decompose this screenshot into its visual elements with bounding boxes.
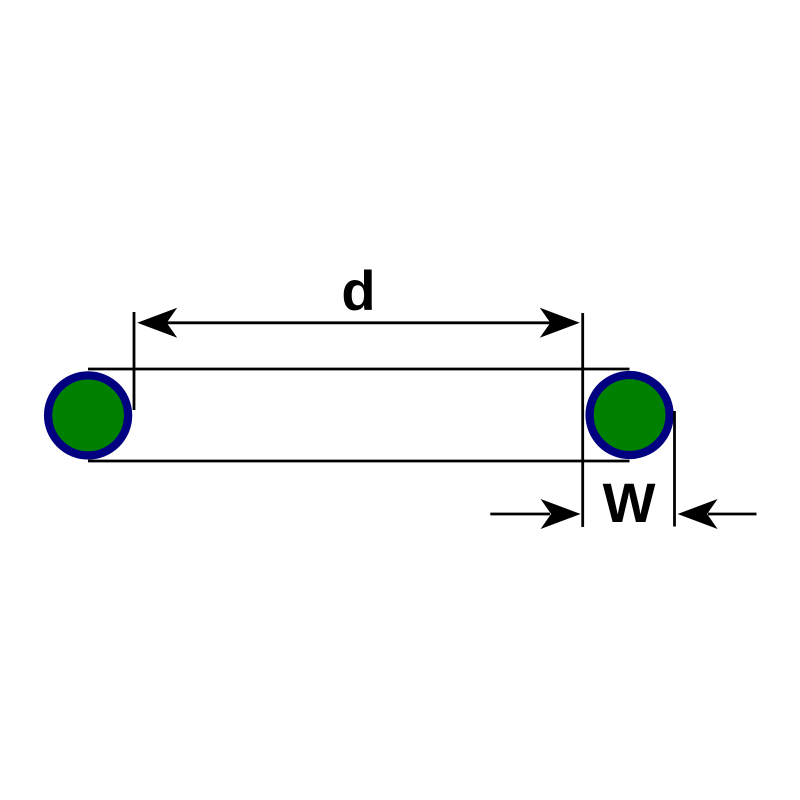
svg-text:W: W: [603, 471, 656, 534]
svg-text:d: d: [341, 259, 375, 322]
